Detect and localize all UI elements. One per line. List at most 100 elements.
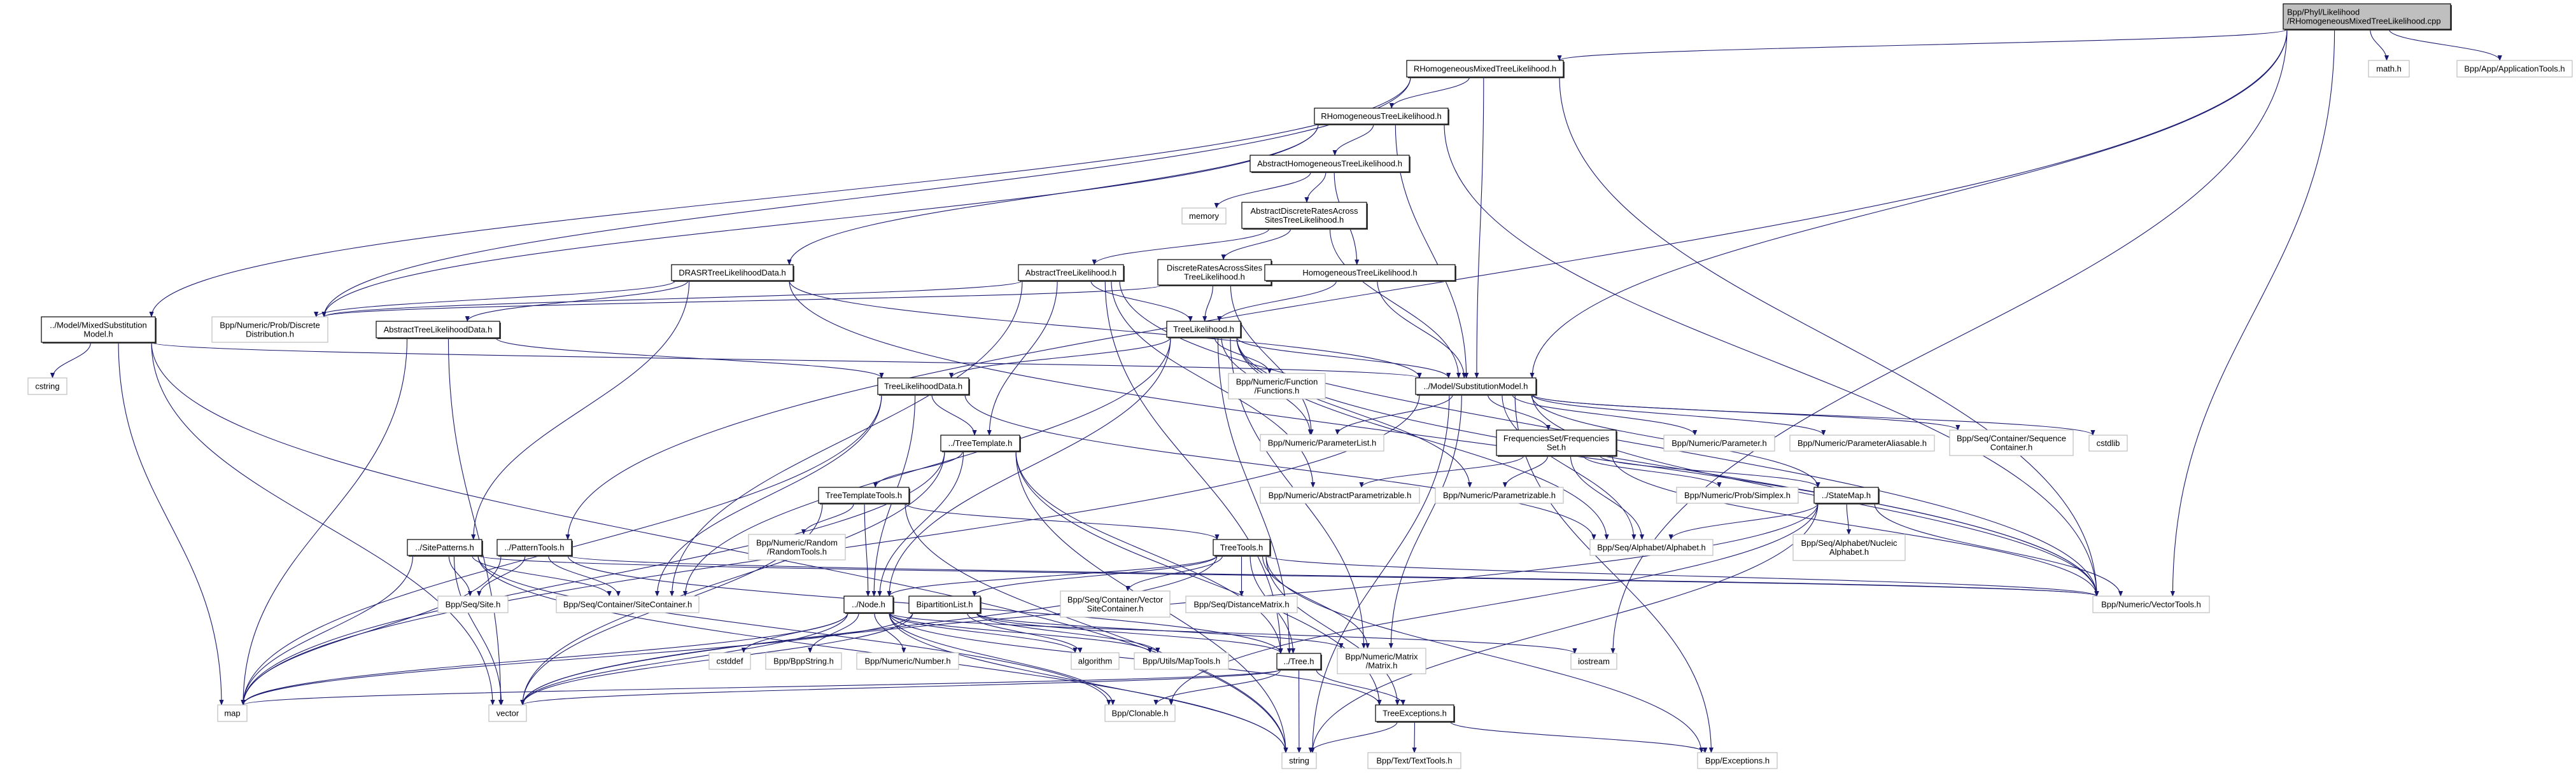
node-atl[interactable]: AbstractTreeLikelihood.h	[1018, 264, 1125, 282]
node-box	[843, 595, 894, 613]
edge-bipart-to-algorithm	[966, 612, 1083, 653]
edge-atld-to-tld	[495, 337, 884, 379]
node-sm[interactable]: ../Model/SubstitutionModel.h	[1415, 377, 1537, 396]
node-label: ../Tree.h	[1284, 657, 1314, 666]
edge-sitepatterns-to-site	[448, 555, 473, 597]
node-label: Bpp/Seq/Alphabet/Nucleic	[1801, 538, 1897, 548]
edge-sitepatterns-to-vector	[453, 555, 504, 706]
node-alphabet: Bpp/Seq/Alphabet/Alphabet.h	[1589, 539, 1714, 556]
node-label: ../Model/MixedSubstitution	[50, 321, 146, 330]
edge-root-to-iostream	[1610, 29, 2288, 654]
edge-ttools-to-treetools	[904, 503, 1220, 540]
node-ahtl[interactable]: AbstractHomogeneousTreeLikelihood.h	[1249, 155, 1411, 173]
node-box	[2456, 60, 2573, 78]
node-label: cstdlib	[2097, 438, 2120, 448]
edge-drasr-to-discdist	[314, 280, 676, 317]
node-statemap[interactable]: ../StateMap.h	[1813, 487, 1880, 505]
node-tl[interactable]: TreeLikelihood.h	[1166, 321, 1242, 338]
edge-sm-to-paramlist	[1335, 394, 1453, 435]
edge-freqset-to-parametrizable	[1502, 455, 1549, 488]
edge-drasr-to-sitepatterns	[471, 280, 690, 540]
node-box	[41, 316, 156, 343]
node-memory: memory	[1181, 207, 1227, 225]
nodes-layer: Bpp/Phyl/Likelihood/RHomogeneousMixedTre…	[27, 3, 2573, 769]
edge-tree-to-clonable	[1153, 669, 1281, 706]
node-label: Bpp/BppString.h	[773, 657, 834, 666]
edge-freqset-to-simplex	[1583, 455, 1722, 488]
node-bipart[interactable]: BipartitionList.h	[908, 595, 982, 614]
node-tree[interactable]: ../Tree.h	[1276, 653, 1322, 671]
node-label: cstddef	[717, 657, 743, 666]
edge-node-to-number	[874, 612, 906, 653]
node-treetools[interactable]: TreeTools.h	[1213, 539, 1271, 557]
node-box	[940, 435, 1020, 452]
node-tld[interactable]: TreeLikelihoodData.h	[877, 377, 970, 396]
node-box	[1260, 434, 1384, 452]
node-htl[interactable]: HomogeneousTreeLikelihood.h	[1264, 264, 1456, 282]
edge-atld-to-vector	[447, 337, 503, 706]
node-label: Bpp/Numeric/Function	[1236, 377, 1318, 387]
node-label: ../Node.h	[852, 600, 885, 609]
edge-sm-to-exceptions	[1514, 394, 1714, 753]
node-box	[765, 652, 842, 670]
node-label: Bpp/Phyl/Likelihood	[2287, 8, 2360, 17]
node-treeexc[interactable]: TreeExceptions.h	[1375, 704, 1455, 723]
node-box	[877, 377, 969, 395]
node-patterntools[interactable]: ../PatternTools.h	[496, 539, 573, 557]
edge-tree-to-map	[241, 669, 1281, 706]
edge-root-to-sm	[1530, 29, 2288, 379]
node-number: Bpp/Numeric/Number.h	[856, 652, 959, 670]
node-label: vector	[496, 709, 519, 718]
edge-treetools-to-vsc	[1125, 555, 1223, 592]
node-label: Set.h	[1547, 443, 1566, 452]
node-apptools: Bpp/App/ApplicationTools.h	[2456, 60, 2573, 78]
node-adrastl[interactable]: AbstractDiscreteRatesAcrossSitesTreeLike…	[1241, 202, 1368, 230]
node-node[interactable]: ../Node.h	[843, 595, 894, 614]
node-label: /Matrix.h	[1366, 661, 1398, 671]
node-box	[2092, 595, 2210, 613]
node-atld[interactable]: AbstractTreeLikelihoodData.h	[376, 321, 501, 339]
node-box	[1281, 752, 1317, 769]
node-sitepatterns[interactable]: ../SitePatterns.h	[407, 539, 483, 557]
node-rhtl[interactable]: RHomogeneousTreeLikelihood.h	[1314, 108, 1449, 125]
node-ttemplate[interactable]: ../TreeTemplate.h	[940, 435, 1021, 452]
edge-sm-to-string	[1310, 394, 1450, 753]
edge-patterntools-to-site	[477, 555, 526, 597]
edge-node-to-clonable	[889, 612, 1115, 706]
edge-drasr-to-sm	[789, 280, 1422, 379]
edge-ttemplate-to-vector	[520, 450, 945, 706]
edge-rhtl-to-vectortools	[1444, 123, 2099, 597]
node-label: Bpp/Numeric/VectorTools.h	[2101, 600, 2201, 609]
node-rhmtl[interactable]: RHomogeneousMixedTreeLikelihood.h	[1406, 60, 1565, 78]
node-label: /RHomogeneousMixedTreeLikelihood.cpp	[2287, 17, 2441, 26]
node-label: TreeTemplateTools.h	[826, 491, 902, 500]
node-freqset[interactable]: FrequenciesSet/FrequenciesSet.h	[1496, 429, 1617, 457]
node-root[interactable]: Bpp/Phyl/Likelihood/RHomogeneousMixedTre…	[2283, 3, 2452, 31]
node-label: Bpp/Seq/Container/SiteContainer.h	[563, 600, 692, 609]
edge-node-to-maptools	[889, 612, 1153, 653]
node-drasr[interactable]: DRASRTreeLikelihoodData.h	[671, 264, 794, 282]
edge-freqset-to-statemap	[1599, 455, 1820, 488]
edge-root-to-patterntools	[565, 29, 2288, 540]
edge-drastl-to-discdist	[321, 284, 1162, 317]
edge-sm-to-paramalias	[1531, 394, 1826, 436]
edge-drastl-to-paramlist	[1230, 284, 1314, 435]
node-absparam: Bpp/Numeric/AbstractParametrizable.h	[1260, 487, 1420, 504]
edge-sitepatterns-to-map	[241, 555, 414, 706]
edge-treetools-to-node	[887, 555, 1218, 597]
node-label: string	[1289, 756, 1309, 765]
node-label: DRASRTreeLikelihoodData.h	[679, 268, 785, 277]
edge-tl-to-vectortools	[1236, 337, 2099, 597]
edge-statemap-to-alphabet	[1668, 503, 1819, 540]
edge-tree-to-treeexc	[1316, 669, 1405, 706]
node-label: Bpp/Numeric/AbstractParametrizable.h	[1269, 491, 1412, 500]
edge-node-to-map	[241, 612, 848, 706]
edge-freqset-to-alphabet	[1570, 455, 1645, 540]
node-box	[818, 487, 910, 504]
edge-freqset-to-vectortools	[1612, 455, 2099, 597]
node-ttools[interactable]: TreeTemplateTools.h	[818, 487, 910, 505]
